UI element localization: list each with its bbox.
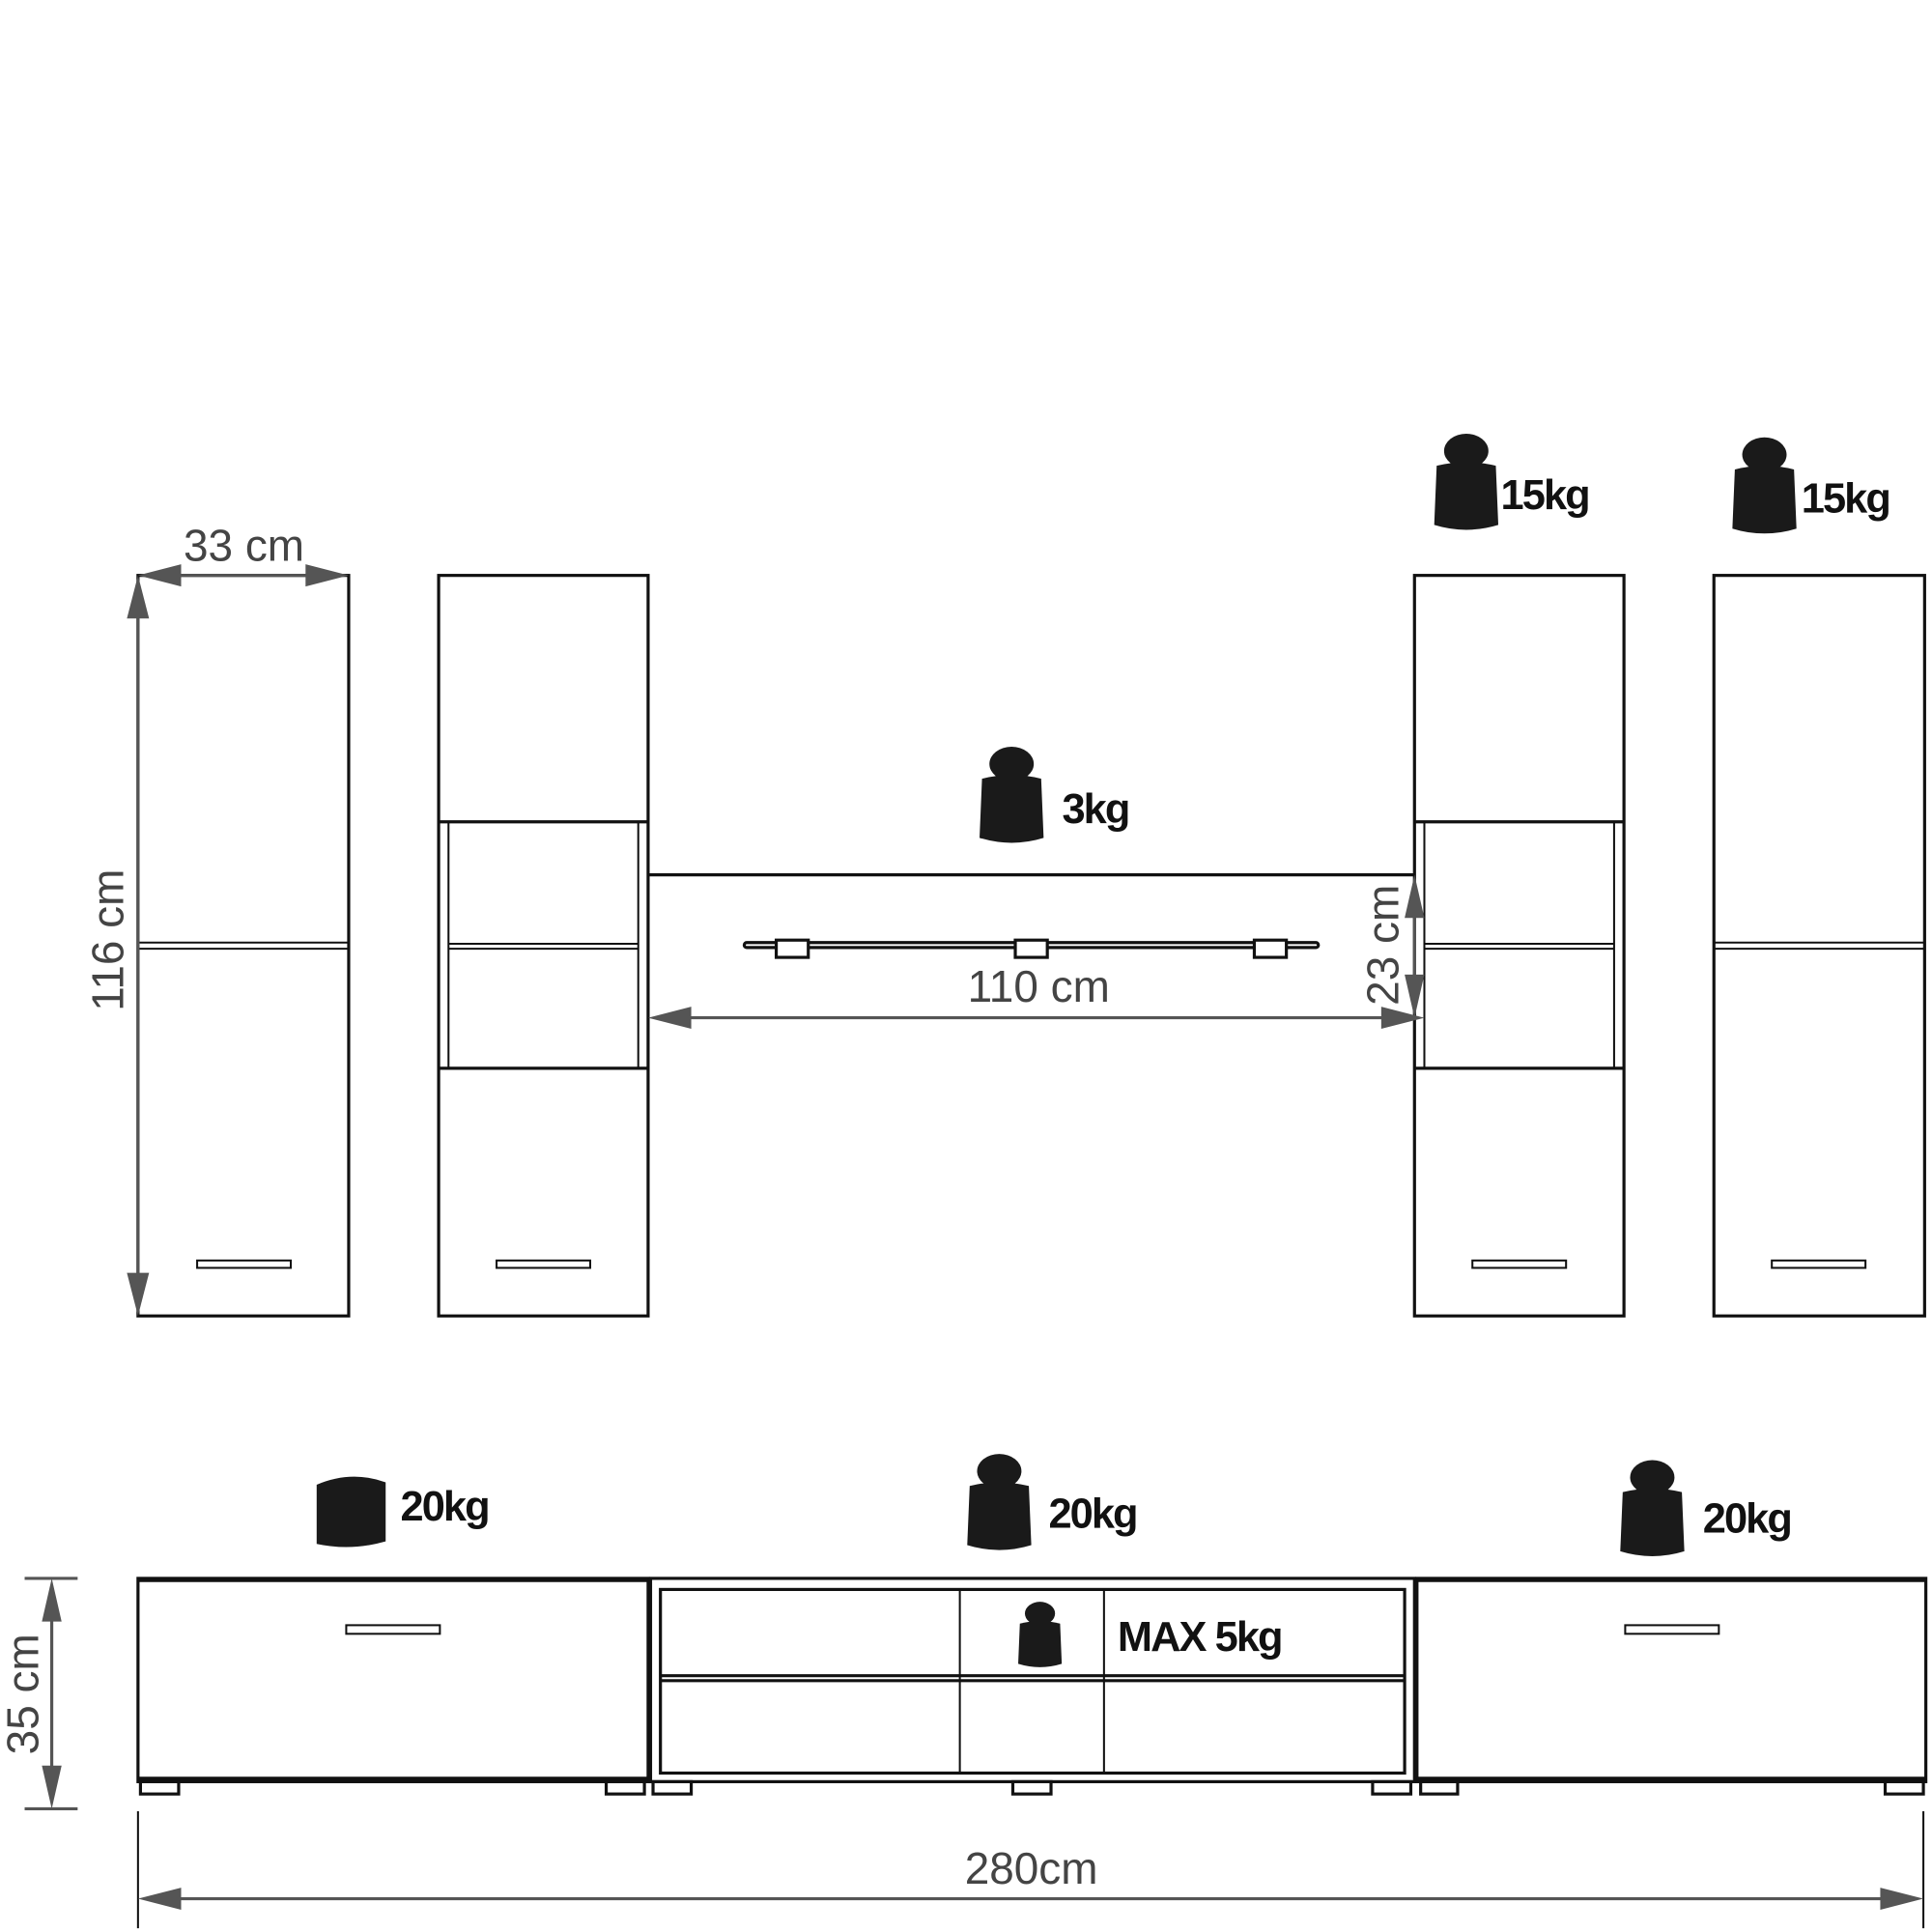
lowboard-feet [138,1779,1925,1796]
drawer-handle [345,1624,441,1635]
dimension-280cm: 280cm [136,1811,1925,1929]
dimension-label: 116 cm [83,869,133,1011]
dimension-label: 33 cm [184,520,304,570]
weight-label: 15kg [1501,472,1589,519]
weight-lowboard-shelf: MAX 5kg [1018,1602,1284,1667]
weight-label: 20kg [1048,1492,1136,1538]
dimension-label: 110 cm [968,961,1110,1011]
dimension-116cm: 116 cm [83,575,150,1317]
weight-icon [980,746,1044,843]
weight-lowboard-left: 20kg [316,1476,491,1548]
weight-label: 20kg [1703,1496,1791,1543]
weight-lowboard-right: 20kg [1620,1460,1793,1556]
dimension-label: 23 cm [1358,885,1408,1006]
door-handle [196,1259,293,1269]
weight-label: 20kg [401,1484,489,1530]
dimension-35cm: 35 cm [0,1577,78,1811]
weight-glass-shelf: 3kg [980,746,1130,843]
wall-cabinet-1 [136,574,351,1318]
weight-wall-cabinet-3: 15kg [1434,433,1591,530]
drawer-handle [1624,1624,1720,1635]
dimension-23cm: 23 cm [1358,874,1425,1018]
lowboard-right [1415,1577,1928,1783]
weight-icon [967,1454,1032,1550]
wall-cabinet-2 [437,574,650,1318]
weight-label: 3kg [1062,786,1128,833]
lowboard-left [136,1577,650,1783]
weight-icon [1434,433,1499,530]
door-handle [496,1259,591,1269]
weight-wall-cabinet-4: 15kg [1732,437,1891,534]
door-handle [1471,1259,1568,1269]
weight-label: 15kg [1802,476,1889,523]
weight-label: MAX 5kg [1118,1614,1282,1661]
glass-shelf [742,938,1321,959]
weight-icon [1620,1460,1685,1556]
wall-cabinet-3 [1412,574,1626,1318]
weight-icon [316,1476,386,1548]
dimension-110cm: 110 cm [647,961,1425,1030]
weight-icon [1732,437,1797,534]
dimension-33cm: 33 cm [137,520,349,587]
dimension-label: 280cm [965,1843,1098,1893]
door-handle [1771,1259,1867,1269]
weight-lowboard-center: 20kg [967,1454,1139,1550]
dimension-label: 35 cm [0,1634,48,1754]
wall-cabinet-4 [1712,574,1926,1318]
